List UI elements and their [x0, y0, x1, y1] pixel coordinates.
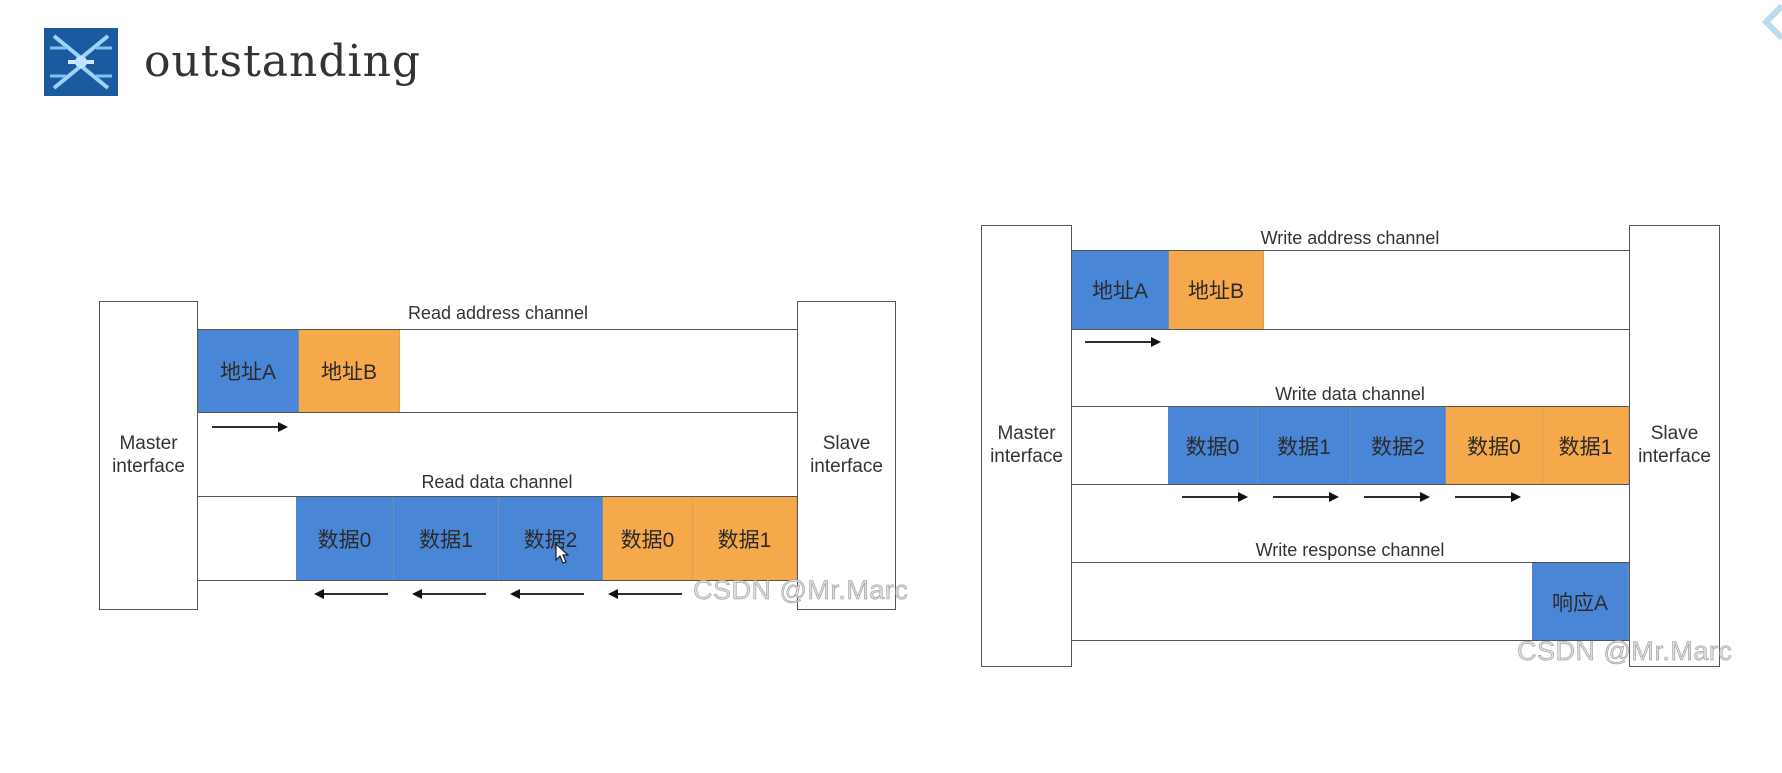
- write-slave-interface: Slave interface: [1629, 225, 1720, 667]
- read-address-cell-a: 地址A: [198, 330, 299, 412]
- read-master-label: Master interface: [112, 432, 185, 477]
- write-address-channel-top-line: [1072, 250, 1629, 251]
- write-master-label: Master interface: [990, 423, 1063, 467]
- right-arrow-icon: [1455, 492, 1521, 502]
- page-title: outstanding: [144, 36, 422, 87]
- left-arrow-icon: [510, 589, 584, 599]
- left-arrow-icon: [608, 589, 682, 599]
- write-data-channel-top-line: [1072, 406, 1629, 407]
- write-data-cell-4: 数据1: [1543, 407, 1629, 484]
- write-address-channel-label: Write address channel: [1260, 228, 1440, 248]
- right-arrow-icon: [1364, 492, 1430, 502]
- left-arrow-icon: [412, 589, 486, 599]
- write-response-channel-label: Write response channel: [1255, 540, 1445, 560]
- write-data-cell-2: 数据2: [1351, 407, 1446, 484]
- right-arrow-icon: [1182, 492, 1248, 502]
- watermark-left: CSDN @Mr.Marc: [693, 575, 909, 606]
- write-data-cell-3: 数据0: [1446, 407, 1543, 484]
- corner-decoration-icon: [1761, 4, 1782, 41]
- read-slave-label: Slave interface: [810, 432, 883, 477]
- mouse-cursor-icon: [555, 543, 569, 564]
- write-address-cell-b: 地址B: [1169, 251, 1264, 329]
- read-data-channel-top-line: [198, 496, 797, 497]
- write-address-channel-bottom-line: [1072, 329, 1629, 330]
- write-response-cell-a: 响应A: [1532, 563, 1629, 640]
- left-arrow-icon: [314, 589, 388, 599]
- write-data-cell-1: 数据1: [1258, 407, 1351, 484]
- write-data-channel-label: Write data channel: [1275, 384, 1425, 404]
- read-slave-interface: Slave interface: [797, 301, 896, 610]
- read-data-cell-4: 数据1: [693, 497, 797, 580]
- read-data-channel-bottom-line: [198, 580, 797, 581]
- right-arrow-icon: [212, 422, 288, 432]
- read-address-channel-label: Read address channel: [407, 303, 589, 323]
- read-data-cell-2: 数据2: [499, 497, 603, 580]
- watermark-right: CSDN @Mr.Marc: [1517, 636, 1733, 667]
- write-response-channel-bottom-line: [1072, 640, 1629, 641]
- write-master-interface: Master interface: [981, 225, 1072, 667]
- write-address-cell-a: 地址A: [1072, 251, 1169, 329]
- read-data-cell-0: 数据0: [296, 497, 394, 580]
- write-data-cell-0: 数据0: [1168, 407, 1258, 484]
- chip-logo-icon: [44, 28, 118, 96]
- read-address-channel-top-line: [198, 329, 797, 330]
- read-data-cell-3: 数据0: [603, 497, 693, 580]
- write-slave-label: Slave interface: [1638, 423, 1711, 467]
- read-address-cell-b: 地址B: [299, 330, 400, 412]
- read-master-interface: Master interface: [99, 301, 198, 610]
- read-address-channel-bottom-line: [198, 412, 797, 413]
- read-data-channel-label: Read data channel: [421, 472, 573, 492]
- right-arrow-icon: [1273, 492, 1339, 502]
- app-logo: [44, 28, 118, 96]
- read-data-cell-1: 数据1: [394, 497, 499, 580]
- write-response-channel-top-line: [1072, 562, 1629, 563]
- right-arrow-icon: [1085, 337, 1161, 347]
- write-data-channel-bottom-line: [1072, 484, 1629, 485]
